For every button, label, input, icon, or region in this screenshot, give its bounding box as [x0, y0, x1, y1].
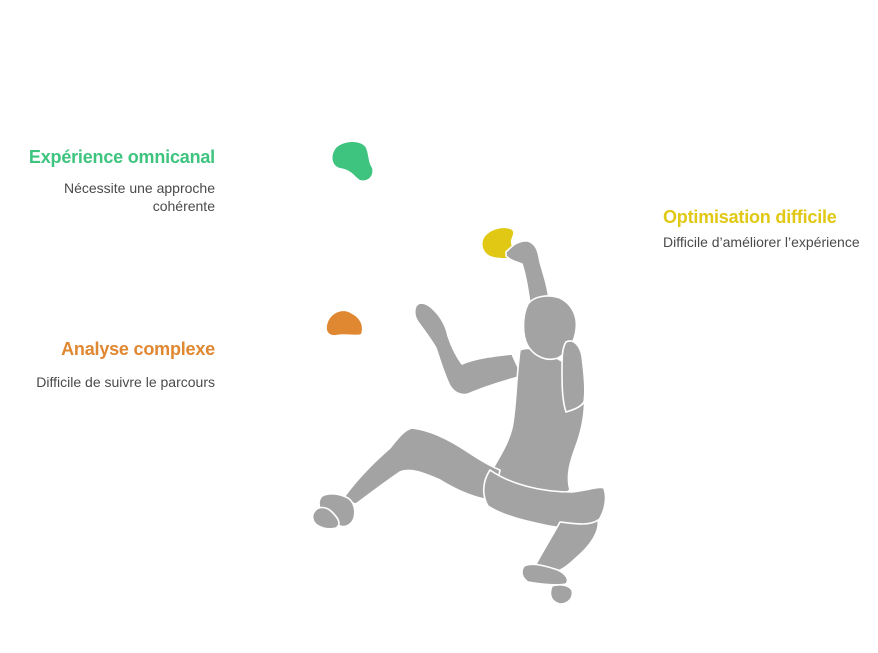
label-analyse: Analyse complexe Difficile de suivre le … [15, 337, 215, 391]
omnicanal-title: Expérience omnicanal [28, 147, 215, 167]
climber-left-foot-toe [311, 506, 340, 530]
label-optimisation: Optimisation difficile Difficile d’améli… [663, 205, 873, 251]
label-omnicanal: Expérience omnicanal Nécessite une appro… [15, 145, 215, 215]
climber-right-foot-toe [549, 584, 574, 605]
climber-right-leg [533, 519, 600, 575]
climber-left-arm [413, 302, 523, 396]
omnicanal-description: Nécessite une approche cohérente [64, 180, 215, 214]
climber-raised-arm [505, 240, 550, 305]
orange-hold-icon [326, 311, 362, 336]
analyse-description: Difficile de suivre le parcours [36, 374, 215, 390]
optimisation-title: Optimisation difficile [663, 207, 837, 227]
optimisation-description: Difficile d’améliorer l’expérience [663, 234, 860, 250]
climber-ponytail [561, 340, 586, 413]
analyse-title: Analyse complexe [61, 339, 215, 359]
climber-right-foot [521, 563, 569, 586]
climber-left-leg [341, 427, 501, 505]
green-hold-icon [332, 142, 373, 181]
